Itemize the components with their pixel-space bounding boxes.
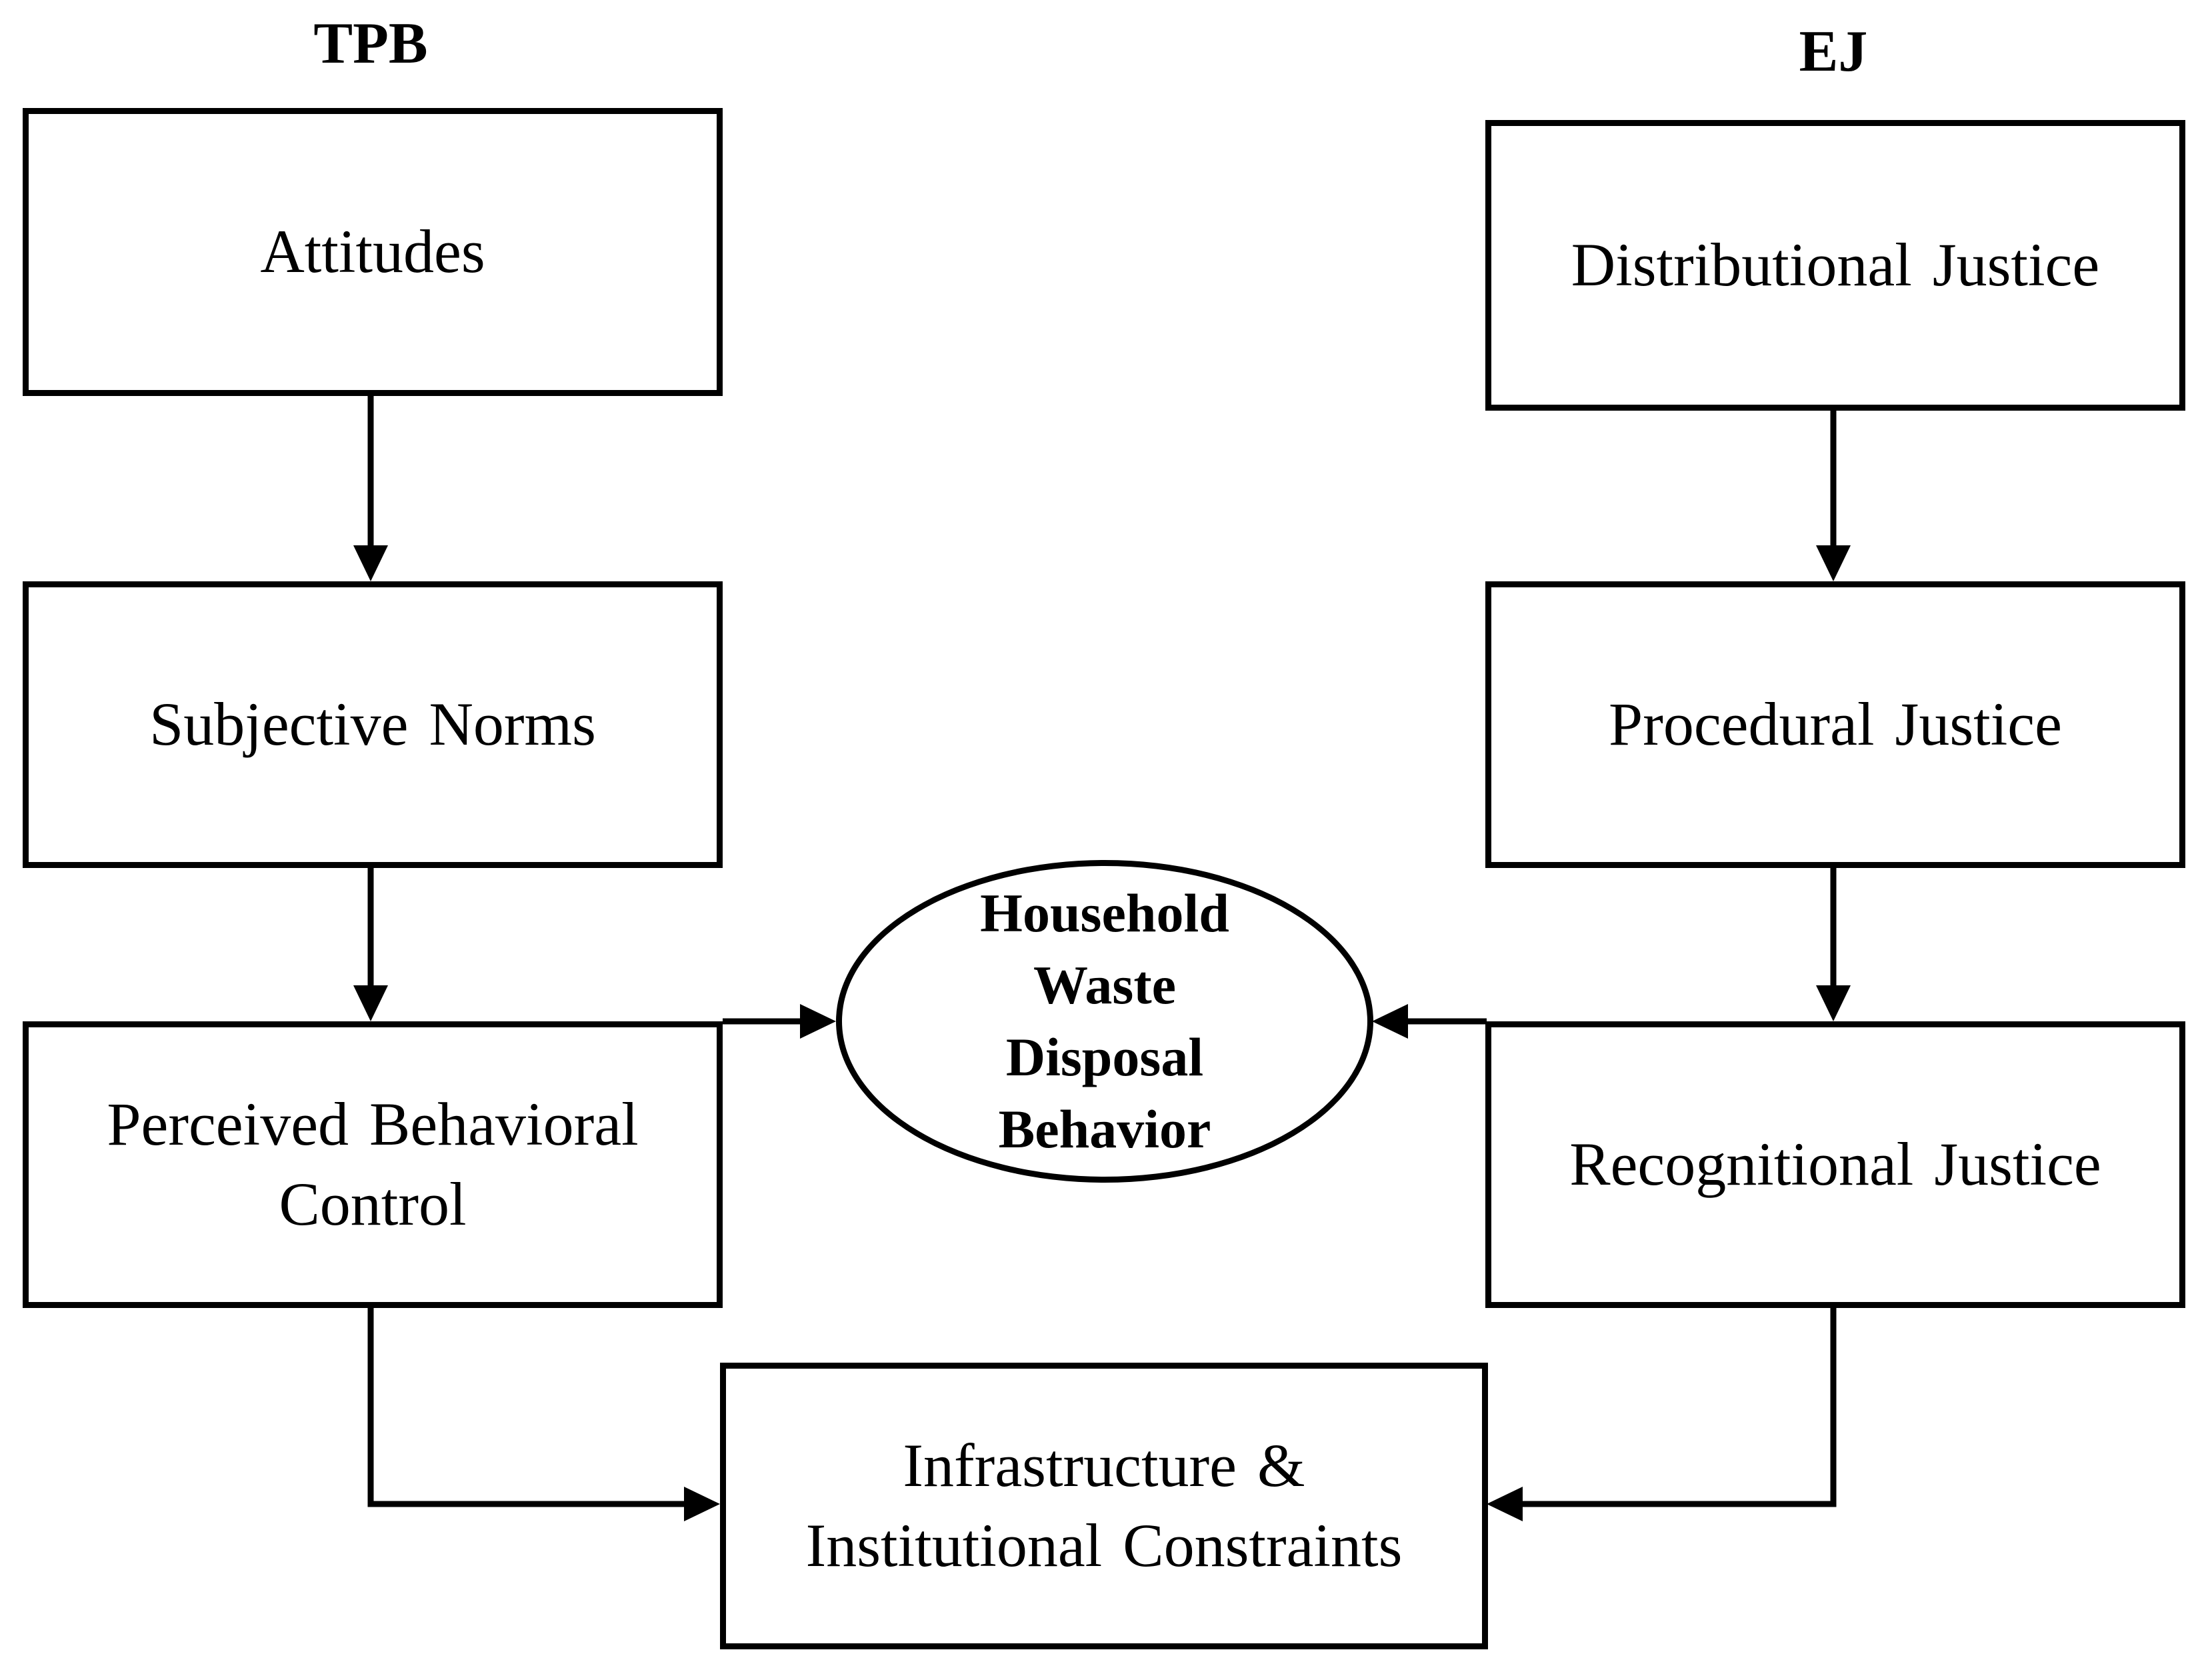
recognitional-justice-box: Recognitional Justice <box>1485 1021 2185 1308</box>
pbc-label-line1: Perceived Behavioral <box>107 1090 639 1159</box>
perceived-behavioral-control-box: Perceived Behavioral Control <box>23 1021 723 1308</box>
attitudes-box: Attitudes <box>23 108 723 396</box>
recognitional-justice-label: Recognitional Justice <box>1569 1130 2101 1199</box>
behavior-label-line1: Household <box>980 882 1229 943</box>
infrastructure-label-line1: Infrastructure & <box>903 1431 1305 1500</box>
subjective-norms-label: Subjective Norms <box>149 690 596 759</box>
arrowhead-pbc <box>353 985 388 1021</box>
behavior-label-line3: Disposal <box>1005 1027 1204 1087</box>
arrowhead-infrastructure-right <box>1487 1487 1523 1521</box>
arrowhead-recognitional <box>1816 985 1851 1021</box>
subjective-norms-box: Subjective Norms <box>23 581 723 868</box>
infrastructure-label-line2: Institutional Constraints <box>805 1511 1403 1579</box>
arrowhead-infrastructure-left <box>684 1487 720 1521</box>
household-waste-disposal-behavior-node: Household Waste Disposal Behavior <box>836 860 1373 1183</box>
infrastructure-constraints-box: Infrastructure & Institutional Constrain… <box>720 1363 1488 1649</box>
arrow-recognitional-to-infrastructure <box>1520 1305 1837 1507</box>
ej-heading: EJ <box>1799 19 1868 84</box>
pbc-label-line2: Control <box>279 1170 467 1238</box>
arrowhead-behavior-right <box>1372 1004 1408 1039</box>
distributional-justice-label: Distributional Justice <box>1571 231 2100 299</box>
behavior-label-line2: Waste <box>1033 954 1177 1015</box>
attitudes-label: Attitudes <box>260 217 485 286</box>
behavior-label-line4: Behavior <box>998 1099 1211 1160</box>
arrow-pbc-to-infrastructure <box>367 1305 687 1507</box>
tpb-heading: TPB <box>313 11 428 76</box>
procedural-justice-label: Procedural Justice <box>1609 690 2062 759</box>
arrowhead-procedural <box>1816 545 1851 581</box>
distributional-justice-box: Distributional Justice <box>1485 120 2185 411</box>
arrowhead-behavior-left <box>800 1004 836 1039</box>
arrowhead-norms <box>353 545 388 581</box>
procedural-justice-box: Procedural Justice <box>1485 581 2185 868</box>
